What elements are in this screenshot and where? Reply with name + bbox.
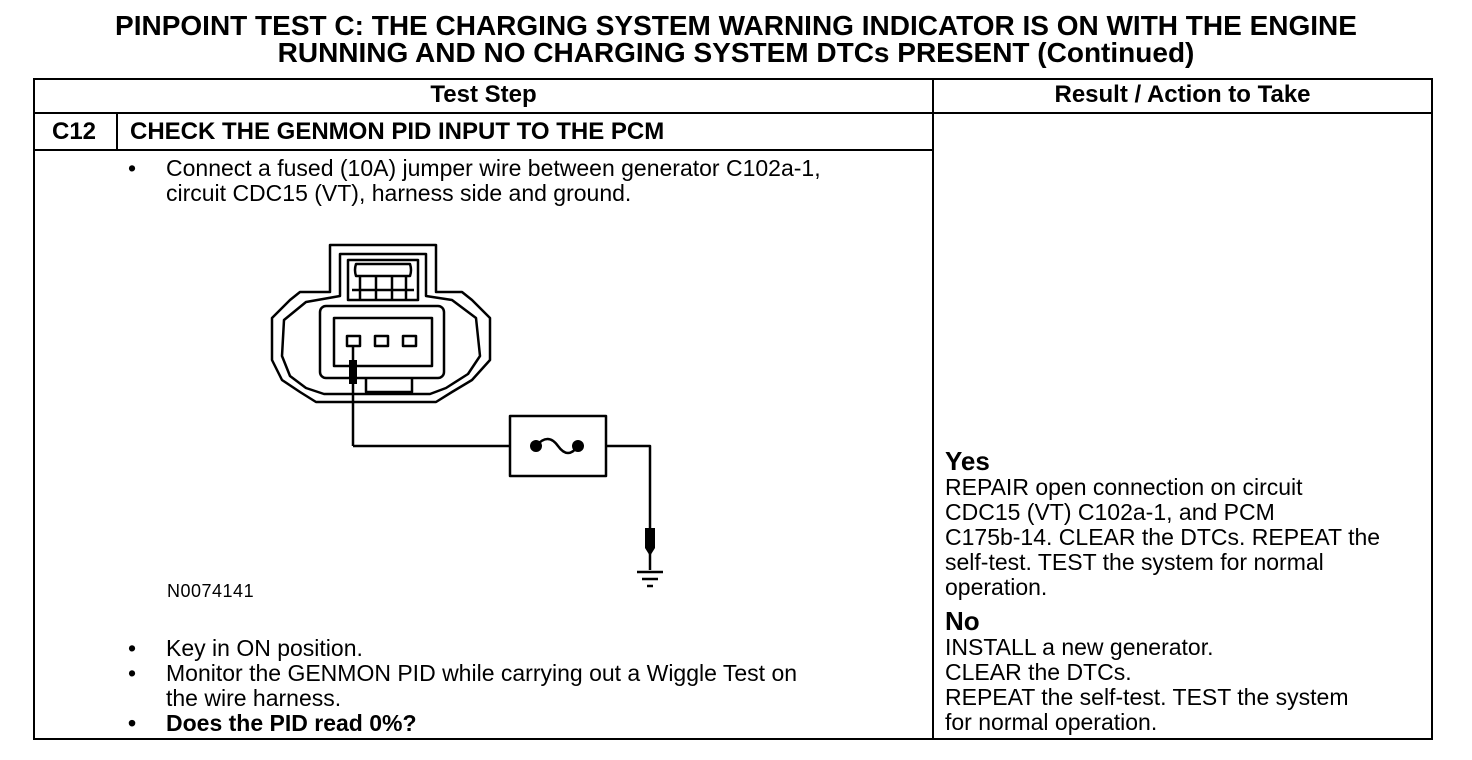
result-yes-line: C175b-14. CLEAR the DTCs. REPEAT the (945, 524, 1381, 550)
bullet-icon: • (128, 660, 137, 686)
instruction-text: Key in ON position. (166, 635, 363, 661)
list-item: • Connect a fused (10A) jumper wire betw… (128, 156, 821, 181)
list-item-continuation: the wire harness. (128, 686, 797, 711)
result-no-line: CLEAR the DTCs. (945, 659, 1132, 685)
result-yes: Yes REPAIR open connection on circuit CD… (945, 447, 1380, 600)
connector-housing-inner (280, 252, 482, 396)
terminal-cavity-frame (318, 304, 446, 380)
header-divider (33, 112, 1433, 114)
probe-tip-icon (349, 360, 357, 384)
connector-latch-top (353, 262, 413, 278)
result-no-line: REPEAT the self-test. TEST the system (945, 684, 1349, 710)
instruction-text: Connect a fused (10A) jumper wire betwee… (166, 155, 821, 181)
result-no-line: for normal operation. (945, 709, 1158, 735)
result-yes-line: operation. (945, 574, 1048, 600)
list-item: • Key in ON position. (128, 636, 797, 661)
result-yes-label: Yes (945, 446, 990, 476)
figure-id: N0074141 (167, 581, 255, 601)
connector-key-notch (364, 378, 414, 394)
fuse-element (535, 437, 580, 455)
question-text: Does the PID read 0%? (166, 710, 417, 736)
ground-clip-icon (645, 528, 655, 556)
title-line-2: RUNNING AND NO CHARGING SYSTEM DTCs PRES… (277, 37, 1195, 68)
header-result-action: Result / Action to Take (1054, 81, 1311, 108)
list-item-continuation: circuit CDC15 (VT), harness side and gro… (128, 181, 821, 206)
instruction-text: circuit CDC15 (VT), harness side and gro… (166, 180, 632, 206)
bullet-icon: • (128, 155, 137, 181)
terminal-pin-2 (373, 334, 390, 348)
page-title: PINPOINT TEST C: THE CHARGING SYSTEM WAR… (0, 10, 1472, 68)
terminal-pin-3 (401, 334, 418, 348)
step-id: C12 (52, 118, 97, 145)
header-test-step: Test Step (430, 81, 537, 108)
instruction-text: Monitor the GENMON PID while carrying ou… (166, 660, 798, 686)
title-line-1: PINPOINT TEST C: THE CHARGING SYSTEM WAR… (115, 10, 1357, 41)
jumper-wire-ground-lead (606, 444, 652, 532)
terminal-cavity (332, 316, 434, 368)
instruction-text: the wire harness. (166, 685, 342, 711)
pinpoint-table (33, 78, 1433, 740)
step-title-divider (33, 149, 933, 151)
bullet-icon: • (128, 710, 137, 736)
bullet-icon: • (128, 635, 137, 661)
result-no: No INSTALL a new generator. CLEAR the DT… (945, 607, 1349, 735)
result-yes-line: REPAIR open connection on circuit (945, 474, 1303, 500)
step-instructions-top: • Connect a fused (10A) jumper wire betw… (128, 156, 821, 206)
connector-housing-outer (270, 243, 492, 404)
result-no-line: INSTALL a new generator. (945, 634, 1214, 660)
fuse-terminal-left (530, 440, 542, 452)
step-instructions-bottom: • Key in ON position. • Monitor the GENM… (128, 636, 797, 736)
result-no-label: No (945, 606, 980, 636)
fuse-terminal-right (572, 440, 584, 452)
result-yes-line: CDC15 (VT) C102a-1, and PCM (945, 499, 1275, 525)
list-item-question: • Does the PID read 0%? (128, 711, 797, 736)
result-yes-line: self-test. TEST the system for normal (945, 549, 1324, 575)
terminal-pin-1 (345, 334, 362, 348)
step-title: CHECK THE GENMON PID INPUT TO THE PCM (130, 118, 665, 145)
list-item: • Monitor the GENMON PID while carrying … (128, 661, 797, 686)
step-id-divider (116, 112, 118, 150)
connector-latch (346, 258, 420, 302)
column-divider (932, 78, 934, 740)
